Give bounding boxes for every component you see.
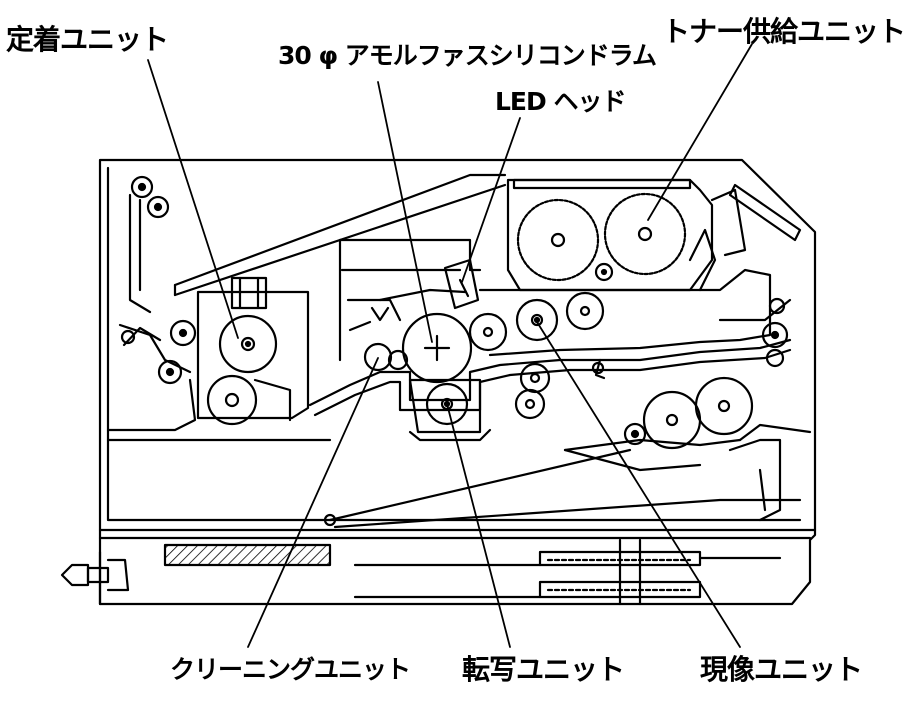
fuser-lamp-holder <box>230 276 268 310</box>
fuser-housing <box>196 290 310 420</box>
fuser-pressure-roller <box>206 374 258 426</box>
leader-drum <box>377 81 433 343</box>
process-unit-frame <box>338 238 482 272</box>
label-toner-supply-unit: トナー供給ユニット <box>662 15 906 48</box>
cleaning-roller-1 <box>363 342 393 372</box>
led-head <box>443 258 480 310</box>
cleaning-roller-2 <box>387 349 409 371</box>
photoconductor-drum <box>401 312 473 384</box>
label-fuser-unit: 定着ユニット <box>6 23 169 56</box>
leader-transfer <box>446 403 511 648</box>
printer-housing <box>98 158 817 606</box>
fuser-heat-roller <box>218 314 278 374</box>
transfer-roller <box>425 382 469 426</box>
registration-small-roller <box>623 422 647 446</box>
label-led-head: LED ヘッド <box>495 87 626 116</box>
developer-housing <box>478 268 772 357</box>
feed-roller-3 <box>765 348 785 368</box>
leader-led-head <box>461 117 521 283</box>
top-cover-flap <box>728 183 802 242</box>
label-drum: 30 φ アモルファスシリコンドラム <box>278 41 657 70</box>
paper-path <box>308 338 792 407</box>
paper-feed-diagonal <box>328 448 632 522</box>
leader-toner-supply <box>647 43 753 221</box>
registration-roller-2 <box>694 376 754 436</box>
cassette-handle <box>60 563 90 587</box>
cassette-plate-upper <box>538 550 702 567</box>
cassette-hatched-block <box>163 543 332 567</box>
fuser-guide-roller <box>169 319 197 347</box>
label-cleaning-unit: クリーニングユニット <box>170 655 411 684</box>
housing-inner-line <box>106 166 802 522</box>
cassette-plate-lower <box>538 580 702 599</box>
fuser-entry-roller <box>157 359 183 385</box>
toner-agitator-2 <box>603 192 687 276</box>
registration-roller-1 <box>642 390 702 450</box>
developer-roller-1 <box>468 312 508 352</box>
leader-developer <box>536 321 741 648</box>
developer-small-roller <box>594 262 614 282</box>
developer-roller-2 <box>515 298 559 342</box>
transfer-unit-housing <box>408 378 482 434</box>
toner-supply-housing <box>506 178 714 292</box>
leader-cleaning <box>247 357 379 648</box>
label-transfer-unit: 転写ユニット <box>462 653 625 686</box>
feed-roller-2 <box>761 321 789 349</box>
developer-lower-roller-2 <box>514 388 546 420</box>
exit-roller-2 <box>146 195 170 219</box>
exit-roller-1 <box>130 175 154 199</box>
label-developer-unit: 現像ユニット <box>700 653 863 686</box>
leader-fuser <box>147 59 239 339</box>
developer-lower-roller-1 <box>519 362 551 394</box>
developer-roller-3 <box>565 291 605 331</box>
leader-lines <box>147 43 753 648</box>
toner-agitator-1 <box>516 198 600 282</box>
output-tray-slope <box>173 173 507 287</box>
